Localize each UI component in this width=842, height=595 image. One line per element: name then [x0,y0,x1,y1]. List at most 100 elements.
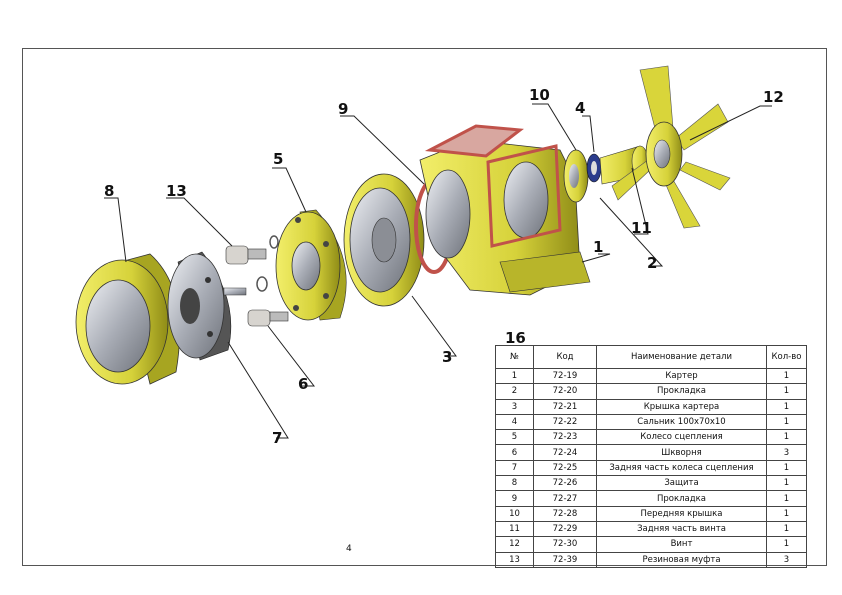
header-code: Код [533,345,597,369]
row-part-name: Задняя часть колеса сцепления [596,459,767,477]
row-number: 1 [495,367,534,385]
row-quantity: 1 [766,398,807,415]
row-code: 72-22 [533,413,597,431]
part-4-seal [586,153,602,183]
row-part-name: Крышка картера [596,398,767,415]
callout-3: 3 [442,348,452,366]
callout-12: 12 [763,88,784,106]
header-number: № [495,345,534,369]
callout-1: 1 [593,238,603,256]
row-number: 2 [495,383,534,400]
row-quantity: 1 [766,367,807,385]
row-part-name: Защита [596,475,767,492]
callout-7: 7 [272,429,282,447]
row-number: 7 [495,459,534,477]
row-part-name: Задняя часть винта [596,520,767,538]
callout-5: 5 [273,150,283,168]
row-part-name: Резиновая муфта [596,551,767,568]
row-quantity: 1 [766,383,807,400]
row-code: 72-21 [533,398,597,415]
row-code: 72-25 [533,459,597,477]
row-quantity: 1 [766,429,807,446]
part-10-front-cover [563,149,589,203]
table-number: 16 [505,329,526,347]
header-part-name: Наименование детали [596,345,767,369]
callout-9: 9 [338,100,348,118]
part-12-propeller [611,65,731,229]
table-header-row: № Код Наименование детали Кол-во [495,345,807,369]
part-5-clutch-wheel [275,209,347,321]
row-quantity: 3 [766,551,807,568]
callout-13: 13 [166,182,187,200]
row-part-name: Шкворня [596,444,767,461]
row-number: 9 [495,490,534,507]
row-code: 72-23 [533,429,597,446]
row-quantity: 1 [766,520,807,538]
row-part-name: Колесо сцепления [596,429,767,446]
row-part-name: Картер [596,367,767,385]
row-code: 72-20 [533,383,597,400]
row-part-name: Сальник 100х70х10 [596,413,767,431]
row-code: 72-29 [533,520,597,538]
part-3-cover [343,173,425,307]
row-quantity: 1 [766,413,807,431]
part-7-rear-clutch [167,251,247,361]
part-6-pins [256,235,279,292]
row-quantity: 1 [766,475,807,492]
row-part-name: Передняя крышка [596,505,767,522]
row-quantity: 3 [766,444,807,461]
row-quantity: 1 [766,536,807,553]
row-code: 72-28 [533,505,597,522]
row-number: 10 [495,505,534,522]
row-number: 11 [495,520,534,538]
page-number: 4 [346,544,352,554]
row-number: 13 [495,551,534,568]
row-code: 72-39 [533,551,597,568]
row-code: 72-30 [533,536,597,553]
row-quantity: 1 [766,459,807,477]
callout-11: 11 [631,219,652,237]
row-part-name: Винт [596,536,767,553]
callout-10: 10 [529,86,550,104]
row-number: 4 [495,413,534,431]
header-quantity: Кол-во [766,345,807,369]
drawing-frame [22,48,827,566]
row-number: 3 [495,398,534,415]
part-8-guard [75,253,181,385]
row-code: 72-19 [533,367,597,385]
leader-lines [104,103,772,439]
part-13-coupling [225,245,289,327]
row-number: 5 [495,429,534,446]
row-part-name: Прокладка [596,490,767,507]
callout-2: 2 [647,254,657,272]
row-quantity: 1 [766,490,807,507]
row-part-name: Прокладка [596,383,767,400]
row-code: 72-27 [533,490,597,507]
part-1-crankcase [419,124,591,296]
callout-8: 8 [104,182,114,200]
row-number: 12 [495,536,534,553]
row-number: 8 [495,475,534,492]
callout-4: 4 [575,99,585,117]
row-code: 72-24 [533,444,597,461]
row-quantity: 1 [766,505,807,522]
callout-6: 6 [298,375,308,393]
row-number: 6 [495,444,534,461]
row-code: 72-26 [533,475,597,492]
